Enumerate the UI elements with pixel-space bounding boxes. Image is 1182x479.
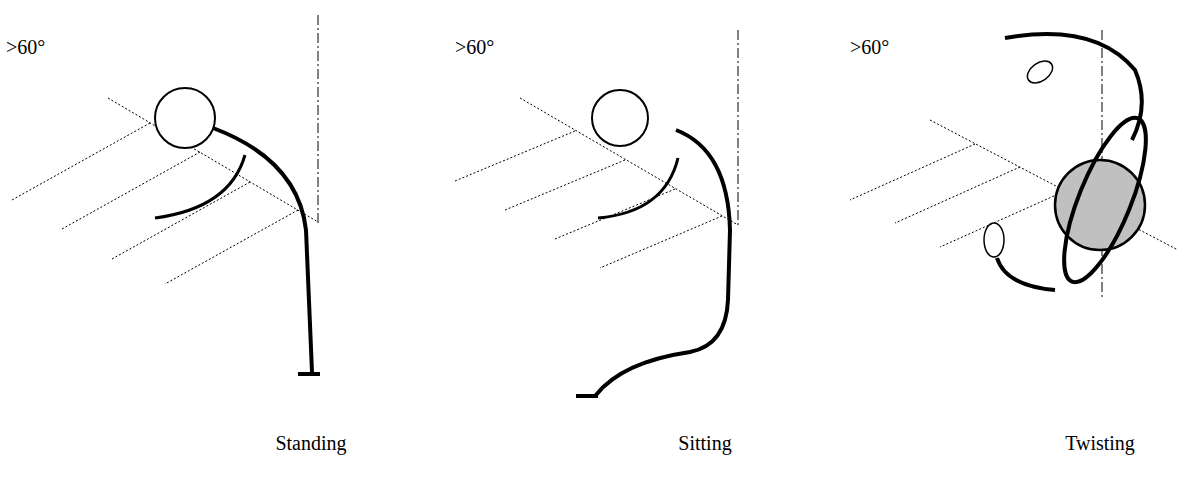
head	[592, 90, 648, 146]
vertical-axis	[738, 30, 739, 225]
arm	[598, 158, 678, 218]
foot	[576, 394, 598, 398]
hand	[1023, 57, 1056, 88]
head	[155, 88, 215, 148]
angle-label: >60°	[455, 36, 494, 58]
posture-caption: Standing	[275, 432, 346, 454]
angle-label: >60°	[850, 36, 889, 58]
arm	[155, 155, 245, 218]
hand	[984, 223, 1004, 257]
vertical-axis	[318, 15, 319, 225]
posture-caption: Twisting	[1065, 432, 1135, 454]
angle-hatching	[850, 120, 1178, 250]
angle-label: >60°	[6, 36, 45, 58]
back-arc	[1005, 34, 1142, 140]
posture-caption: Sitting	[678, 432, 731, 454]
foot	[298, 372, 320, 376]
arm	[997, 258, 1055, 290]
shoulder-ring	[1048, 109, 1162, 292]
trunk	[596, 130, 730, 395]
trunk	[213, 128, 312, 372]
